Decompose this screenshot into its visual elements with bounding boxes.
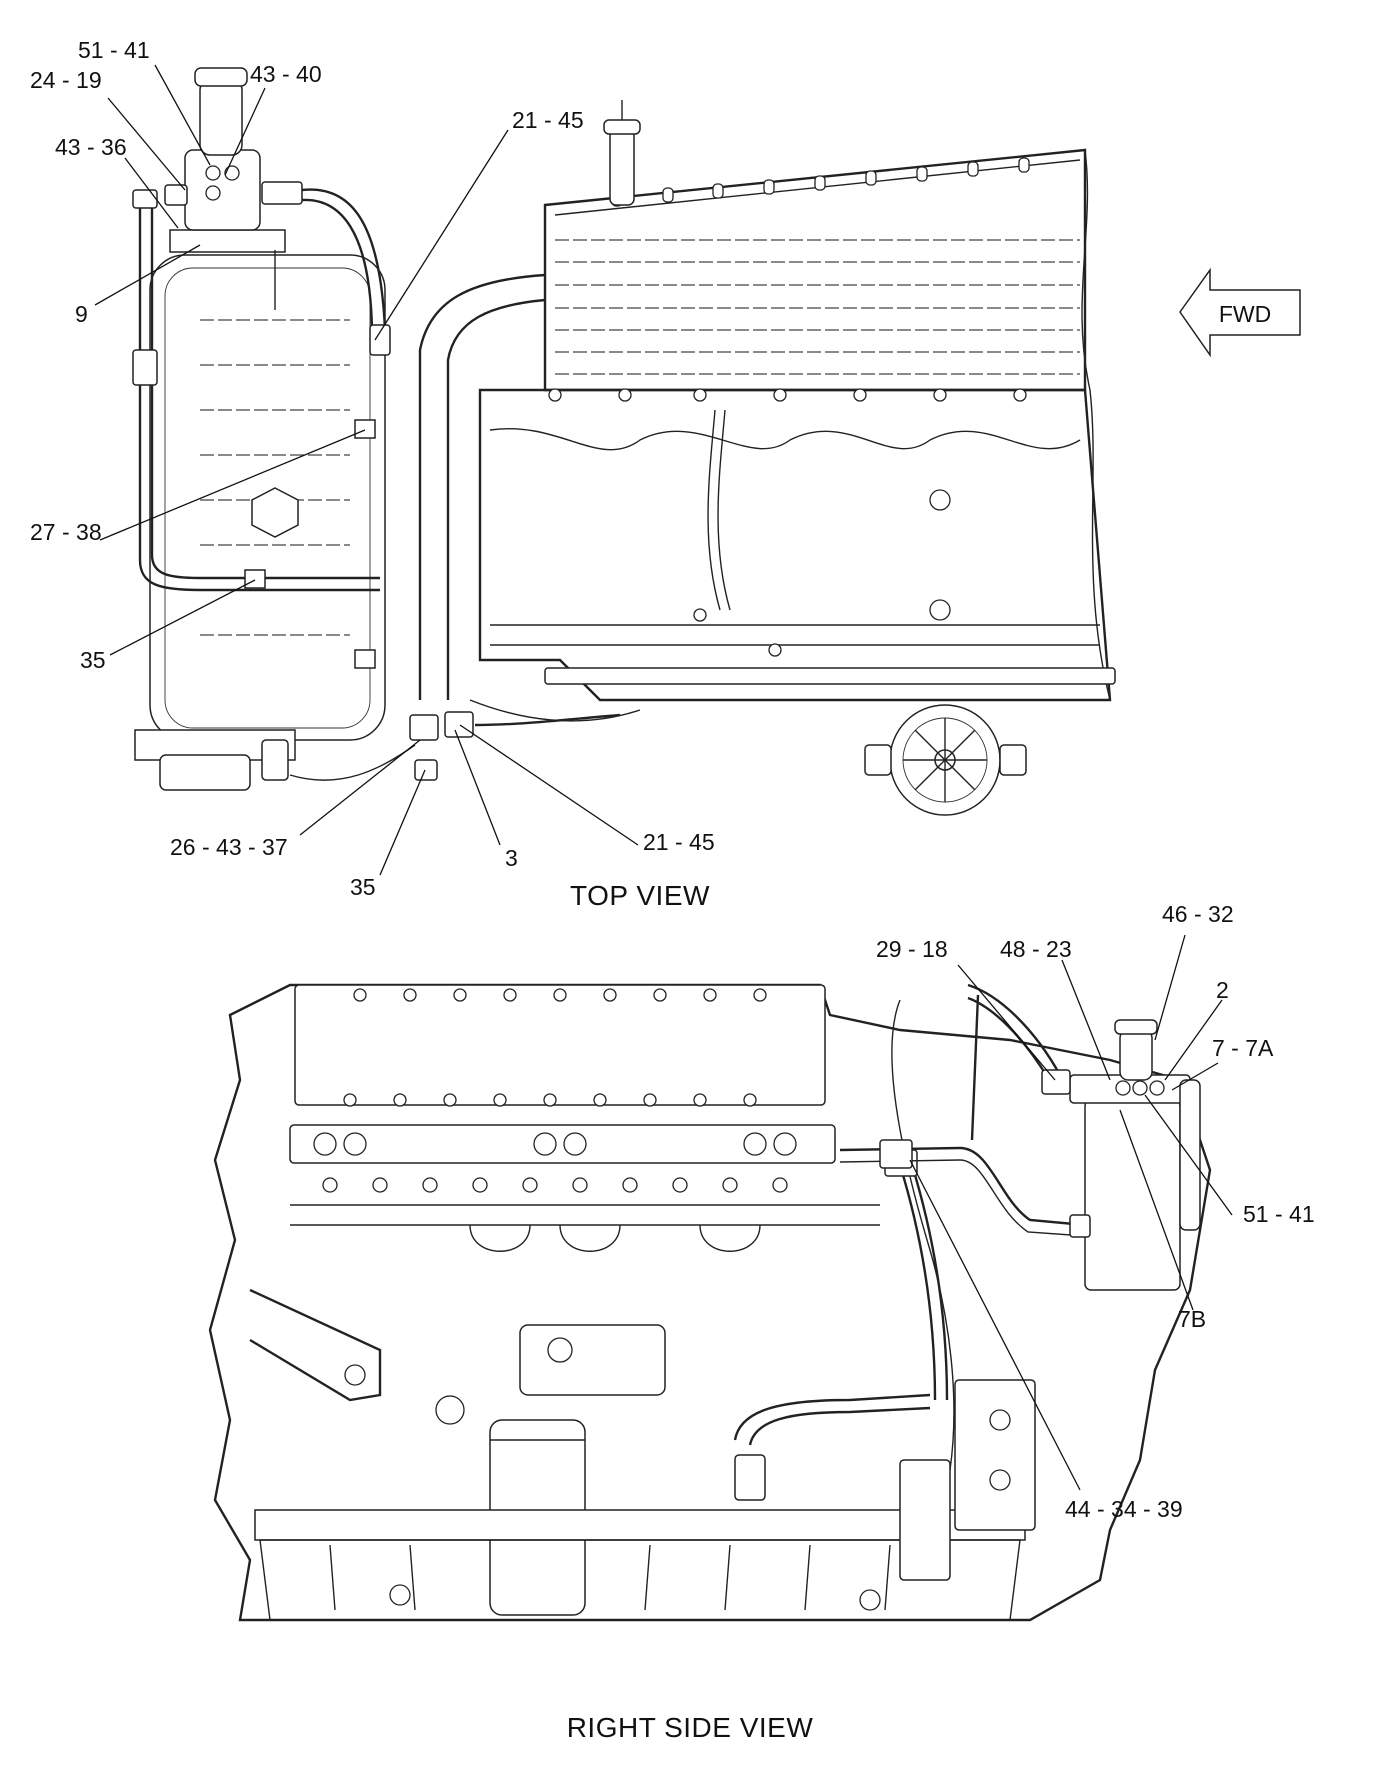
callout-side-7-7a: 7 - 7A [1212,1035,1274,1061]
block-bolt-row [322,1177,788,1193]
side-view-callouts: 46 - 32 29 - 18 48 - 23 2 7 - 7A 51 - 41… [876,901,1315,1522]
callout-side-29-18: 29 - 18 [876,936,948,962]
callout-top-3: 3 [505,845,518,871]
side-view-drawing [208,983,1212,1622]
fuel-pump-drawing [864,704,1027,816]
fuel-filter-base-drawing [134,254,386,791]
callout-top-27-38: 27 - 38 [30,519,102,545]
filter-head-drawing [164,67,303,310]
callout-side-46-32: 46 - 32 [1162,901,1234,927]
valve-cover-bolts [611,157,1030,207]
side-view-leaders [909,934,1233,1491]
callout-top-24-19: 24 - 19 [30,67,102,93]
callout-side-48-23: 48 - 23 [1000,936,1072,962]
head-bolt-row-1 [353,988,767,1002]
top-view-callouts: 51 - 41 24 - 19 43 - 40 43 - 36 21 - 45 … [30,37,715,900]
fwd-label: FWD [1219,301,1271,327]
top-view-leaders [94,64,639,876]
callout-top-43-40: 43 - 40 [250,61,322,87]
callout-top-51-41: 51 - 41 [78,37,150,63]
callout-side-7b: 7B [1178,1306,1206,1332]
callout-top-9: 9 [75,301,88,327]
callout-top-21-45-upper: 21 - 45 [512,107,584,133]
top-view-title: TOP VIEW [570,880,710,911]
callout-top-35-bottom: 35 [350,874,376,900]
callout-side-51-41: 51 - 41 [1243,1201,1315,1227]
callout-top-43-36: 43 - 36 [55,134,127,160]
callout-side-44-34-39: 44 - 34 - 39 [1065,1496,1183,1522]
forward-arrow: FWD [1179,267,1301,358]
callout-side-2: 2 [1216,977,1229,1003]
callout-top-21-45-lower: 21 - 45 [643,829,715,855]
side-view-title: RIGHT SIDE VIEW [567,1712,814,1743]
top-view-drawing [132,67,1116,816]
head-bolt-row-2 [343,1093,757,1107]
callout-top-35-left: 35 [80,647,106,673]
head-bolts [548,388,1027,402]
side-filter-drawing [1069,1019,1201,1291]
callout-top-26-43-37: 26 - 43 - 37 [170,834,288,860]
